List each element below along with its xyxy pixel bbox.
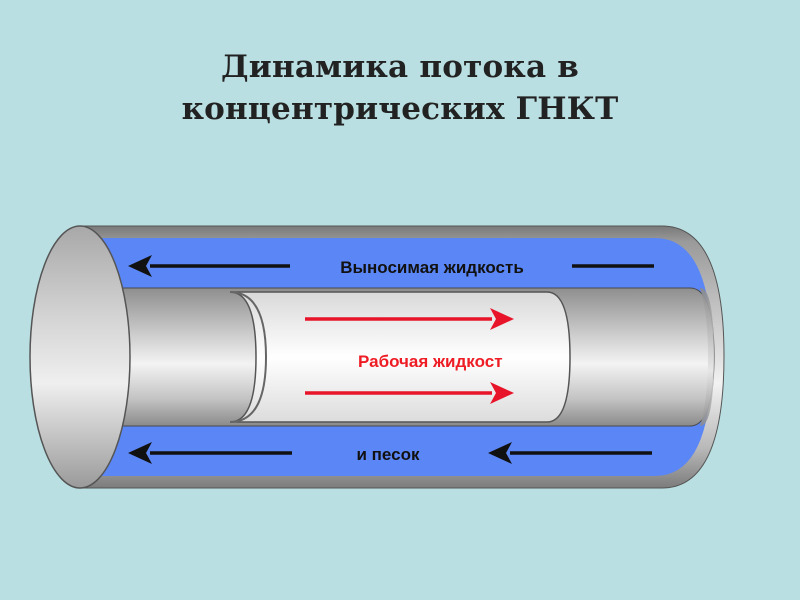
label-working-fluid: Рабочая жидкост [358, 352, 503, 371]
label-and-sand: и песок [356, 445, 420, 464]
page-title: Динамика потока в концентрических ГНКТ [0, 46, 800, 130]
window-left-rim [229, 291, 268, 423]
working-fluid-arrow-bottom [305, 382, 514, 404]
title-line-1: Динамика потока в [221, 49, 579, 85]
bottom-return-arrow-right [488, 442, 652, 464]
cutaway-window [229, 291, 571, 423]
bottom-return-arrow-left [128, 442, 292, 464]
inner-tube-right-end [700, 288, 714, 426]
left-end-cap [29, 225, 131, 489]
working-fluid-arrow-top [305, 308, 514, 330]
top-return-arrow [128, 255, 290, 277]
label-return-fluid: Выносимая жидкость [340, 258, 524, 277]
title-line-2: концентрических ГНКТ [181, 91, 619, 127]
